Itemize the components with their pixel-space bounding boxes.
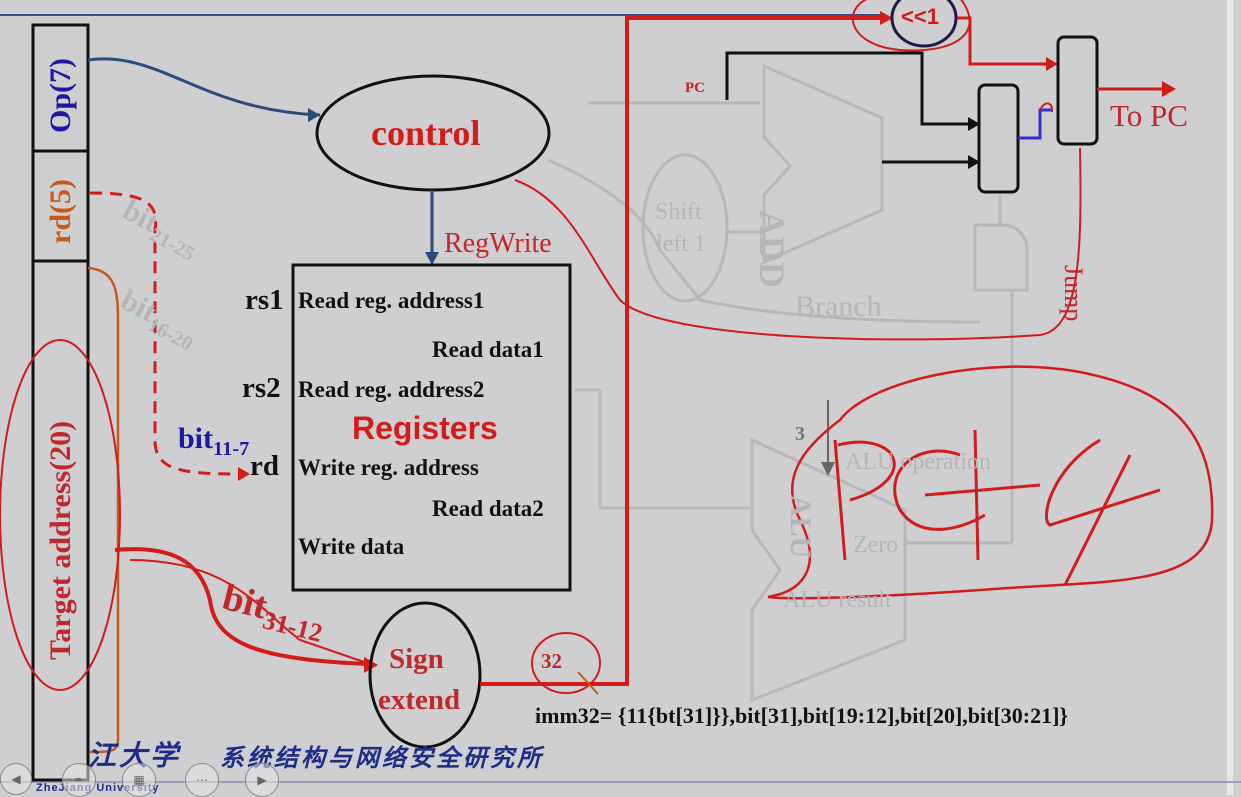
shift-left-1-label: <<1 — [901, 4, 939, 29]
instruction-column — [31, 23, 90, 782]
handwritten-4 — [1045, 438, 1161, 586]
regwrite-label: RegWrite — [444, 228, 552, 259]
toolbar-more-button[interactable]: ⋯ — [185, 763, 219, 797]
alu-shape — [750, 437, 907, 703]
sign-extend-unit — [368, 601, 482, 749]
toolbar-prev-button[interactable]: ◀ — [0, 763, 32, 795]
to-pc-label: To PC — [1110, 98, 1188, 133]
target-wire — [87, 266, 120, 754]
pen-icon: ✒ — [73, 773, 85, 787]
alu-operation-label: ALU operation — [845, 449, 991, 475]
sign-extend-line1: Sign — [389, 643, 444, 675]
chevron-right-icon: ▶ — [257, 773, 267, 787]
read-data2-label: Read data2 — [432, 496, 544, 521]
toolbar-next-button[interactable]: ▶ — [245, 763, 279, 797]
target-field-label: Target address(20) — [44, 420, 77, 660]
bus-width-label: 32 — [541, 649, 562, 673]
ghost-components — [547, 63, 1029, 703]
op-field-label: Op(7) — [44, 58, 77, 133]
registers-title: Registers — [352, 410, 498, 446]
write-reg-address-label: Write reg. address — [298, 455, 479, 480]
handwritten-c — [893, 449, 986, 531]
read-data1-label: Read data1 — [432, 337, 544, 362]
rs2-port-label: rs2 — [242, 372, 281, 404]
alu-label: ALU — [784, 495, 817, 559]
sign-extend-line2: extend — [378, 684, 461, 716]
jump-mux — [1056, 35, 1099, 146]
pc-wire — [725, 51, 972, 126]
slides-icon: ▦ — [133, 773, 145, 787]
rd-port-label: rd — [250, 450, 279, 482]
target-to-extend-wire — [114, 547, 371, 666]
shift-left-ghost-line2: left 1 — [656, 231, 706, 257]
pc-label: PC — [685, 80, 705, 96]
control-label: control — [371, 113, 481, 153]
pc-plus-4-annotation-outline — [767, 365, 1214, 600]
op-to-control-wire — [87, 57, 321, 117]
shift-left-ghost-line1: Shift — [655, 199, 702, 225]
jump-control-wire — [514, 147, 1082, 341]
bit-11-7-label: bit11-7 — [178, 422, 250, 461]
imm-to-shift-wire — [480, 16, 885, 686]
register-file — [291, 263, 572, 592]
rd-field-label: rd(5) — [44, 179, 77, 244]
shift-left-1-unit — [890, 0, 958, 48]
bus-width-circle — [531, 632, 601, 694]
imm32-formula: imm32= {11{bt[31]}},bit[31],bit[19:12],b… — [535, 703, 1069, 728]
institute-name: 系统结构与网络安全研究所 — [220, 744, 544, 772]
alu-zero-label: Zero — [853, 532, 899, 558]
adder-shape — [762, 63, 884, 265]
target-address-circle — [0, 339, 121, 691]
read-reg-address2-label: Read reg. address2 — [298, 377, 485, 402]
rs1-port-label: rs1 — [245, 284, 284, 316]
shift-left-ellipse — [641, 153, 729, 303]
handwritten-p — [833, 439, 896, 561]
and-gate — [973, 223, 1029, 292]
more-icon: ⋯ — [196, 773, 208, 787]
alu-result-label: ALU result — [783, 587, 892, 613]
read-reg-address1-label: Read reg. address1 — [298, 288, 485, 313]
adder-label: ADD — [752, 210, 792, 288]
jump-label: Jump — [1059, 265, 1088, 322]
handwritten-plus — [924, 429, 1041, 561]
alu-op-width-label: 3 — [795, 423, 805, 445]
write-data-label: Write data — [298, 534, 405, 559]
toolbar-pen-button[interactable]: ✒ — [62, 763, 96, 797]
chevron-left-icon: ◀ — [11, 772, 21, 786]
branch-mux — [977, 83, 1020, 194]
branch-label: Branch — [795, 290, 882, 323]
university-name-en: ZheJiang University — [36, 782, 160, 794]
toolbar-layout-button[interactable]: ▦ — [122, 763, 156, 797]
